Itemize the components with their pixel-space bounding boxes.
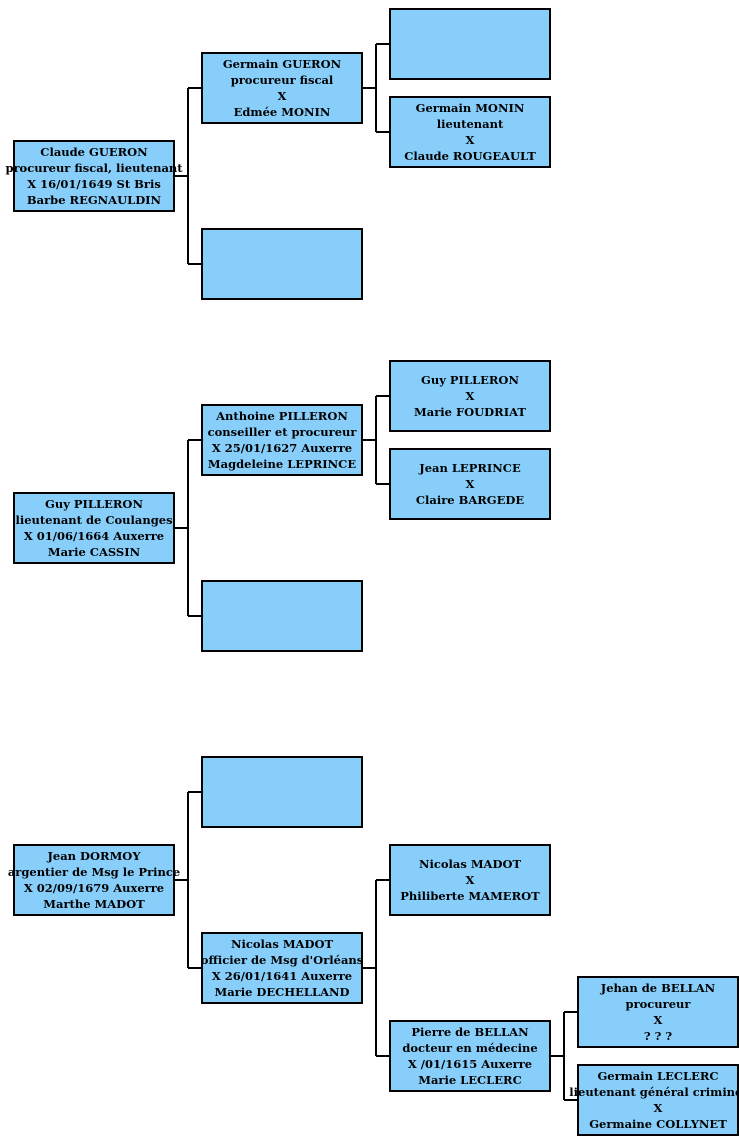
person-line: procureur xyxy=(625,997,691,1011)
person-line: X xyxy=(465,133,475,147)
person-line: Philiberte MAMEROT xyxy=(400,889,540,903)
person-box-germain-leclerc: Germain LECLERC lieutenant général crimi… xyxy=(569,1064,739,1136)
person-line: lieutenant général criminel xyxy=(569,1085,739,1099)
person-line: argentier de Msg le Prince xyxy=(7,865,181,879)
person-line: officier de Msg d'Orléans xyxy=(200,953,364,967)
person-line: Claude GUERON xyxy=(40,145,148,159)
person-box-pierre-de-bellan: Pierre de BELLAN docteur en médecine X /… xyxy=(389,1020,551,1092)
person-line: Germain LECLERC xyxy=(597,1069,719,1083)
person-line: Nicolas MADOT xyxy=(418,857,522,871)
person-line: Anthoine PILLERON xyxy=(216,409,348,423)
person-box-nicolas-madot-elder: Nicolas MADOT X Philiberte MAMEROT xyxy=(389,844,551,916)
person-line: X xyxy=(653,1013,663,1027)
person-line: Germaine COLLYNET xyxy=(589,1117,727,1131)
person-box-jean-dormoy: Jean DORMOY argentier de Msg le Prince X… xyxy=(8,844,180,916)
person-line: Marie LECLERC xyxy=(418,1073,522,1087)
person-line: X 25/01/1627 Auxerre xyxy=(211,441,353,455)
person-box-claude-gueron: Claude GUERON procureur fiscal, lieutena… xyxy=(5,140,183,212)
person-line: X xyxy=(277,89,287,103)
person-line: Claire BARGEDE xyxy=(415,493,525,507)
person-line: Magdeleine LEPRINCE xyxy=(207,457,357,471)
person-line: Guy PILLERON xyxy=(421,373,519,387)
person-line: X 02/09/1679 Auxerre xyxy=(23,881,165,895)
person-line: X 01/06/1664 Auxerre xyxy=(23,529,165,543)
person-line: X xyxy=(465,477,475,491)
person-line: Marie CASSIN xyxy=(47,545,141,559)
person-line: Marie DECHELLAND xyxy=(214,985,350,999)
person-line: X xyxy=(465,389,475,403)
person-line: lieutenant xyxy=(436,117,504,131)
person-box-empty xyxy=(201,580,363,652)
person-line: Edmée MONIN xyxy=(233,105,331,119)
person-line: Jean DORMOY xyxy=(47,849,141,863)
person-box-jehan-de-bellan: Jehan de BELLAN procureur X ? ? ? xyxy=(577,976,739,1048)
person-line: X xyxy=(653,1101,663,1115)
person-line: Germain MONIN xyxy=(415,101,525,115)
person-box-empty xyxy=(201,756,363,828)
person-line: X /01/1615 Auxerre xyxy=(407,1057,533,1071)
person-line: Guy PILLERON xyxy=(45,497,143,511)
person-line: procureur fiscal xyxy=(230,73,334,87)
person-line: docteur en médecine xyxy=(402,1041,538,1055)
person-line: X 16/01/1649 St Bris xyxy=(27,177,161,191)
person-line: Nicolas MADOT xyxy=(230,937,334,951)
person-box-empty xyxy=(201,228,363,300)
person-box-guy-pilleron: Guy PILLERON lieutenant de Coulanges X 0… xyxy=(13,492,175,564)
person-line: Pierre de BELLAN xyxy=(411,1025,529,1039)
person-line: procureur fiscal, lieutenant xyxy=(5,161,183,175)
person-line: Barbe REGNAULDIN xyxy=(26,193,162,207)
person-line: Marthe MADOT xyxy=(43,897,145,911)
person-line: Germain GUERON xyxy=(222,57,342,71)
person-line: Claude ROUGEAULT xyxy=(404,149,536,163)
person-line: X xyxy=(465,873,475,887)
person-box-empty xyxy=(389,8,551,80)
person-box-germain-gueron: Germain GUERON procureur fiscal X Edmée … xyxy=(201,52,363,124)
person-box-anthoine-pilleron: Anthoine PILLERON conseiller et procureu… xyxy=(201,404,363,476)
person-box-guy-pilleron-elder: Guy PILLERON X Marie FOUDRIAT xyxy=(389,360,551,432)
person-line: ? ? ? xyxy=(643,1029,673,1043)
person-line: conseiller et procureur xyxy=(207,425,357,439)
person-line: Jehan de BELLAN xyxy=(600,981,716,995)
person-line: lieutenant de Coulanges xyxy=(15,513,173,527)
person-line: Marie FOUDRIAT xyxy=(414,405,526,419)
person-box-jean-leprince: Jean LEPRINCE X Claire BARGEDE xyxy=(389,448,551,520)
person-box-nicolas-madot: Nicolas MADOT officier de Msg d'Orléans … xyxy=(201,932,363,1004)
person-line: Jean LEPRINCE xyxy=(419,461,521,475)
person-box-germain-monin: Germain MONIN lieutenant X Claude ROUGEA… xyxy=(389,96,551,168)
person-line: X 26/01/1641 Auxerre xyxy=(211,969,353,983)
